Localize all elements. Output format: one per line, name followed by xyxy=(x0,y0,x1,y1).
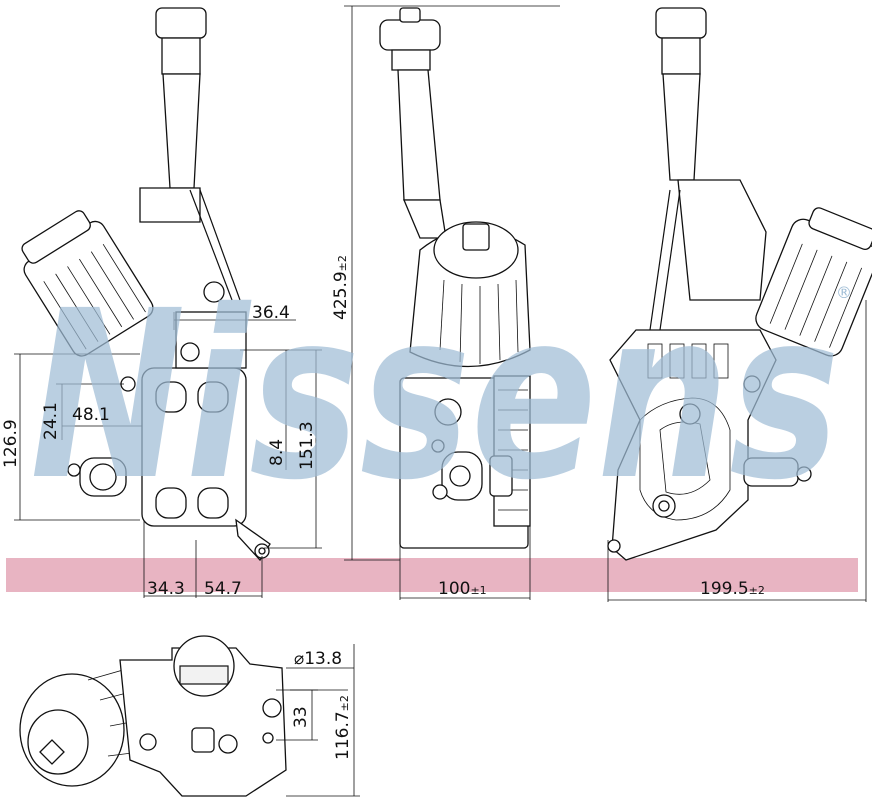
top-view xyxy=(19,635,287,797)
dim-199-5: 199.5±2 xyxy=(700,579,765,599)
registered-mark-icon: ® xyxy=(836,283,852,302)
dim-33: 33 xyxy=(291,706,311,728)
rear-view xyxy=(607,7,872,561)
dim-36-4: 36.4 xyxy=(252,303,290,323)
dim-116-7-group: 116.7±2 xyxy=(333,695,353,760)
dim-425-9: 425.9±2 xyxy=(331,255,351,320)
dim-151-3: 151.3 xyxy=(297,421,317,470)
dim-diameter-13-8: ⌀13.8 xyxy=(294,649,342,669)
dim-48-1: 48.1 xyxy=(72,405,110,425)
dim-8-4: 8.4 xyxy=(267,439,287,466)
dim-34-3: 34.3 xyxy=(147,579,185,599)
dim-24-1: 24.1 xyxy=(41,402,61,440)
dimension-band xyxy=(6,558,858,592)
front-view xyxy=(21,7,271,562)
side-view xyxy=(379,7,531,549)
watermark-logo: Nissens xyxy=(30,261,840,531)
dim-100: 100±1 xyxy=(438,579,487,599)
dim-54-7: 54.7 xyxy=(204,579,242,599)
dimension-lines xyxy=(14,5,867,797)
dim-425-9-group: 425.9±2 xyxy=(331,255,351,320)
dim-126-9: 126.9 xyxy=(1,419,21,468)
dim-116-7: 116.7±2 xyxy=(333,695,353,760)
